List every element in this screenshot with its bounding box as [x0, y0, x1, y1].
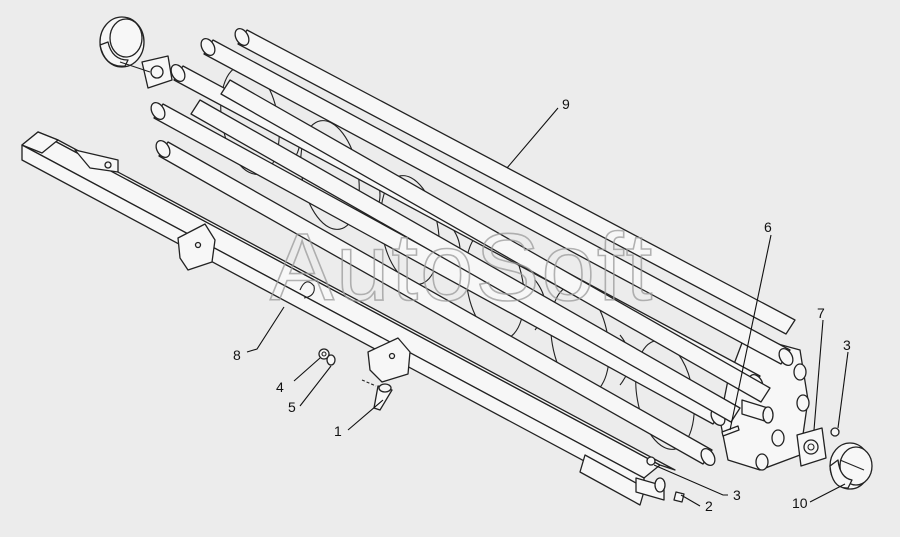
callout-1: 1 [334, 423, 342, 439]
callout-6: 6 [764, 219, 772, 235]
nut-part-3-lower [646, 456, 656, 466]
watermark-text: AutoSoft [270, 214, 654, 321]
callout-5: 5 [288, 399, 296, 415]
roller-tubes [150, 27, 796, 467]
frame-beam [21, 131, 676, 506]
callout-3-right: 3 [843, 337, 851, 353]
nut-part-3-right [830, 427, 840, 437]
flange-bearing-part-7 [796, 427, 827, 467]
bearing-ring-part-10 [829, 442, 873, 490]
callout-8: 8 [233, 347, 241, 363]
callout-4: 4 [276, 379, 284, 395]
pin-part-6 [721, 425, 740, 437]
roller-end-holes [755, 363, 810, 471]
callout-7: 7 [817, 305, 825, 321]
roller-cage [150, 27, 810, 471]
callout-9: 9 [562, 96, 570, 112]
beam-hitch-loop [299, 281, 315, 299]
beam-bracket-middle [367, 337, 411, 383]
nut-part-4 [318, 348, 330, 360]
callout-2: 2 [705, 498, 713, 514]
washer-part-5 [326, 354, 336, 366]
leader-lines [246, 107, 849, 507]
callout-10: 10 [792, 495, 808, 511]
bolt-part-2 [673, 491, 685, 503]
bearing-ring-top-left [99, 16, 145, 68]
callout-3-lower: 3 [733, 487, 741, 503]
